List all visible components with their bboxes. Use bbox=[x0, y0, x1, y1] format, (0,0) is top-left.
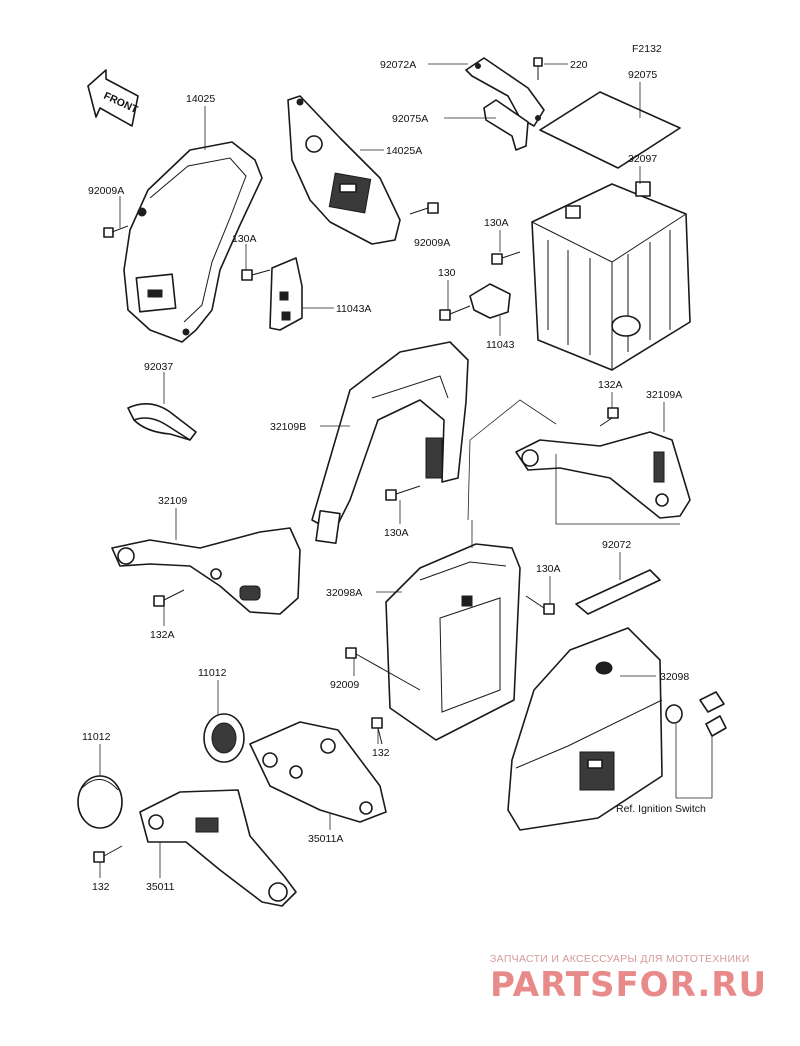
label-92072: 92072 bbox=[602, 539, 631, 551]
label-32098: 32098 bbox=[660, 671, 689, 683]
reference-note: Ref. Ignition Switch bbox=[616, 803, 706, 815]
strap-92072 bbox=[575, 569, 661, 615]
label-130a-box: 130A bbox=[484, 217, 509, 229]
bolt-130a-case bbox=[525, 595, 555, 615]
label-11043: 11043 bbox=[486, 339, 515, 351]
label-32109b: 32109B bbox=[270, 421, 306, 433]
label-132-mid: 132 bbox=[372, 747, 390, 759]
label-92075a: 92075A bbox=[392, 113, 428, 125]
label-130a-case: 130A bbox=[536, 563, 561, 575]
cover-32098 bbox=[507, 627, 663, 831]
ignition-switch-icon bbox=[665, 691, 727, 737]
label-132a-right: 132A bbox=[598, 379, 623, 391]
label-130a-left: 130A bbox=[232, 233, 257, 245]
bracket-32109 bbox=[111, 527, 301, 615]
label-130a-frame: 130A bbox=[384, 527, 409, 539]
strap-92072a bbox=[465, 57, 545, 127]
label-11043a: 11043A bbox=[336, 303, 371, 315]
bolt-92009 bbox=[345, 647, 421, 691]
label-130: 130 bbox=[438, 267, 456, 279]
battery-box-32097 bbox=[531, 181, 691, 371]
label-32098a: 32098A bbox=[326, 587, 362, 599]
bolt-220 bbox=[533, 57, 543, 80]
bracket-35011a bbox=[249, 721, 387, 823]
side-cover-right-14025a bbox=[287, 95, 401, 245]
cap-11012-upper bbox=[203, 713, 245, 763]
label-132a-left: 132A bbox=[150, 629, 175, 641]
watermark-logo: PARTSFOR.RU bbox=[490, 965, 767, 1005]
label-35011a: 35011A bbox=[308, 833, 343, 845]
bolt-132a-right bbox=[599, 407, 619, 427]
bolt-132-mid bbox=[371, 717, 383, 745]
bracket-35011 bbox=[139, 789, 297, 907]
frame-32109b bbox=[311, 341, 469, 545]
watermark-tagline: ЗАПЧАСТИ И АКСЕССУАРЫ ДЛЯ МОТОТЕХНИКИ bbox=[490, 953, 750, 965]
pad-92075 bbox=[539, 91, 681, 169]
label-92009a-left: 92009A bbox=[88, 185, 124, 197]
label-92009: 92009 bbox=[330, 679, 359, 691]
label-92037: 92037 bbox=[144, 361, 173, 373]
label-35011: 35011 bbox=[146, 881, 175, 893]
bolt-132a-left bbox=[153, 589, 185, 607]
label-14025: 14025 bbox=[186, 93, 215, 105]
bolt-92009a-left bbox=[103, 225, 129, 238]
label-14025a: 14025A bbox=[386, 145, 422, 157]
label-92075: 92075 bbox=[628, 69, 657, 81]
label-220: 220 bbox=[570, 59, 588, 71]
label-132-low: 132 bbox=[92, 881, 110, 893]
clamp-92037 bbox=[127, 403, 197, 441]
bolt-130 bbox=[439, 305, 471, 321]
label-32109: 32109 bbox=[158, 495, 187, 507]
label-32097: 32097 bbox=[628, 153, 657, 165]
bolt-130a-frame bbox=[385, 485, 421, 501]
label-32109a: 32109A bbox=[646, 389, 682, 401]
bracket-11043a bbox=[269, 257, 303, 331]
side-cover-left bbox=[123, 141, 263, 343]
watermark: ЗАПЧАСТИ И АКСЕССУАРЫ ДЛЯ МОТОТЕХНИКИ PA… bbox=[490, 953, 767, 1005]
bolt-130a-left bbox=[241, 269, 271, 281]
bracket-32109a bbox=[515, 431, 691, 519]
label-92072a: 92072A bbox=[380, 59, 416, 71]
figure-code: F2132 bbox=[632, 43, 662, 55]
bracket-92075a bbox=[483, 99, 529, 151]
cap-11012-lower bbox=[77, 775, 123, 829]
label-11012-upper: 11012 bbox=[198, 667, 227, 679]
leader-lines bbox=[99, 63, 713, 878]
bolt-132-low bbox=[93, 845, 123, 863]
bracket-11043 bbox=[469, 283, 511, 319]
case-32098a bbox=[385, 543, 521, 741]
label-92009a-mid: 92009A bbox=[414, 237, 450, 249]
bolt-92009a-mid bbox=[409, 202, 439, 215]
front-arrow-icon: FRONT bbox=[87, 69, 140, 127]
bolt-130a-box bbox=[491, 251, 521, 265]
part-labels: 14025 92009A 130A 11043A 92037 14025A 92… bbox=[82, 59, 706, 893]
label-11012-lower: 11012 bbox=[82, 731, 111, 743]
